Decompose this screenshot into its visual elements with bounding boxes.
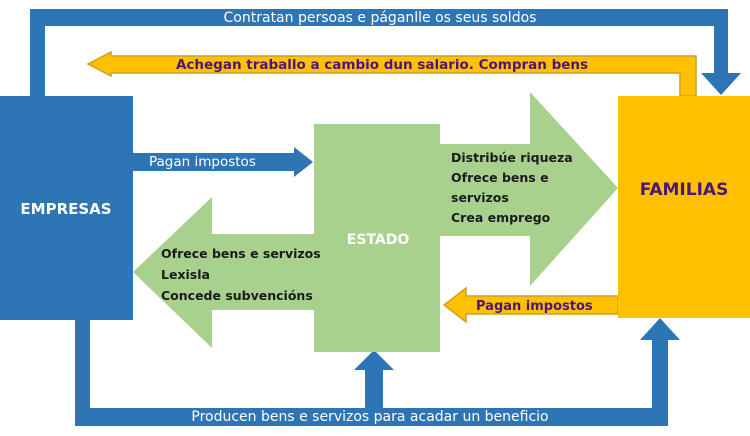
estado-to-familias-item: servizos [451,190,509,205]
empresas-label: EMPRESAS [20,200,111,218]
bottom-outer-flow-label: Producen bens e servizos para acadar un … [191,409,548,425]
estado-to-familias-item: Crea emprego [451,210,551,225]
estado-to-familias-item: Ofrece bens e [451,170,549,185]
familias-label: FAMILIAS [640,180,729,200]
top-outer-flow-label: Contratan persoas e páganlle os seus sol… [224,10,537,26]
empresas-box [0,96,133,320]
bottom-outer-flow-arrow [75,318,680,426]
empresas-taxes-arrow [133,147,313,177]
estado-to-empresas-item: Concede subvencións [161,288,313,303]
familias-taxes-label: Pagan impostos [476,299,593,314]
empresas-taxes-label: Pagan impostos [149,154,256,170]
top-outer-flow-arrow [30,9,741,96]
top-inner-flow-label: Achegan traballo a cambio dun salario. C… [176,57,588,73]
estado-to-empresas-item: Ofrece bens e servizos [161,246,321,261]
estado-to-empresas-arrow [133,197,314,348]
top-inner-flow-arrow [86,50,697,97]
estado-box [314,124,440,352]
estado-to-familias-item: Distribúe riqueza [451,150,573,165]
estado-label: ESTADO [347,232,410,248]
estado-to-empresas-item: Lexisla [161,267,210,282]
familias-taxes-arrow [442,286,619,324]
estado-to-familias-arrow [440,92,618,286]
familias-box [618,96,750,318]
